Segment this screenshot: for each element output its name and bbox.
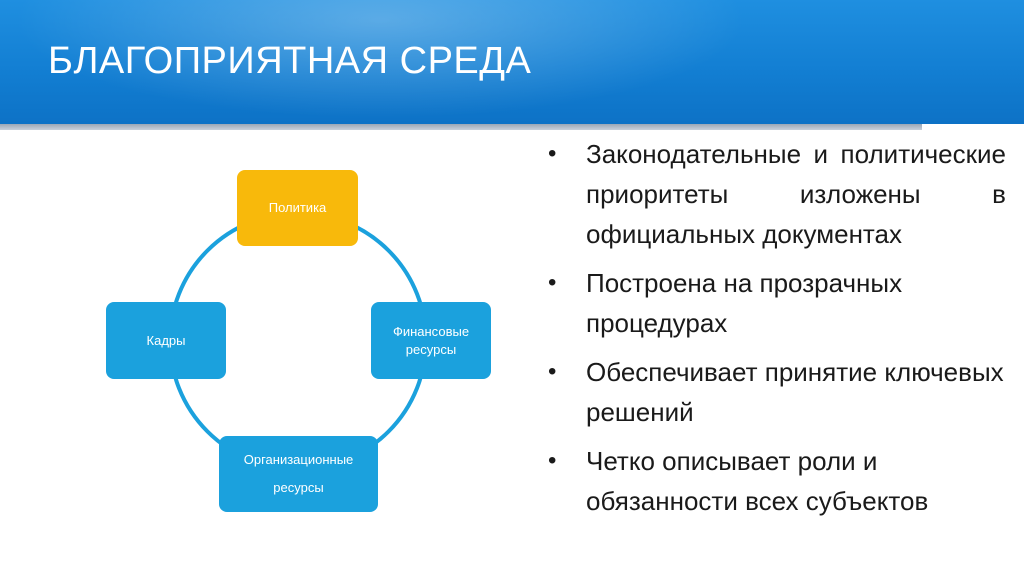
node-personnel: Кадры — [106, 302, 226, 379]
bullet-list: • Законодательные и политические приорит… — [548, 134, 1006, 530]
bullet-text: Четко описывает роли и обязанности всех … — [586, 446, 929, 516]
bullet-item: • Построена на прозрачных процедурах — [548, 263, 1006, 343]
bullet-dot: • — [548, 447, 557, 474]
bullet-item: • Законодательные и политические приорит… — [548, 134, 1006, 254]
bullet-text: Законодательные и политические приоритет… — [586, 139, 1006, 249]
bullet-dot: • — [548, 358, 557, 385]
node-financial-resources: Финансовые ресурсы — [371, 302, 491, 379]
bullet-dot: • — [548, 269, 557, 296]
slide-title: БЛАГОПРИЯТНАЯ СРЕДА — [48, 40, 532, 82]
bullet-item: • Четко описывает роли и обязанности все… — [548, 441, 1006, 521]
node-organizational-resources: Организационные ресурсы — [219, 436, 378, 512]
header-sheen — [0, 0, 1024, 124]
bullet-item: • Обеспечивает принятие ключевых решений — [548, 352, 1006, 432]
slide-header: БЛАГОПРИЯТНАЯ СРЕДА — [0, 0, 1024, 124]
bullet-text: Обеспечивает принятие ключевых решений — [586, 357, 1004, 427]
node-politics: Политика — [237, 170, 358, 246]
bullet-text: Построена на прозрачных процедурах — [586, 268, 903, 338]
bullet-dot: • — [548, 140, 557, 167]
header-divider — [0, 124, 922, 130]
